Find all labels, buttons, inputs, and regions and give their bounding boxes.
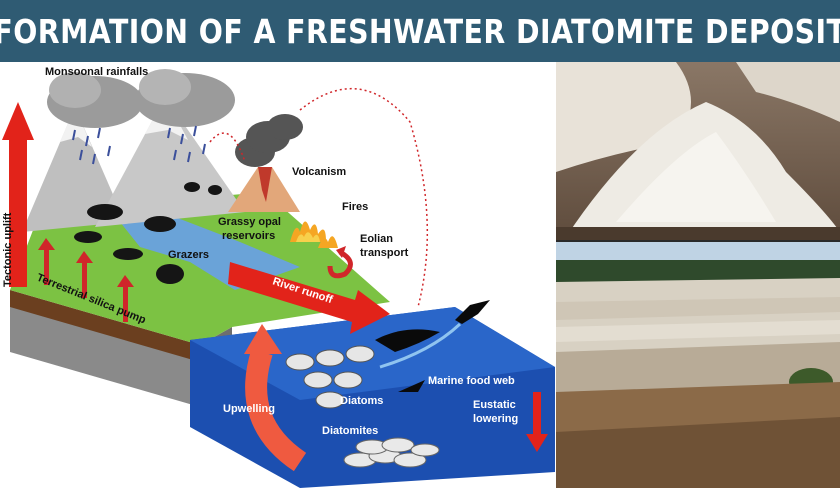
diatomite-quarry-photo bbox=[556, 242, 840, 488]
label-grazers: Grazers bbox=[168, 249, 209, 261]
label-grassy-opal-2: reservoirs bbox=[222, 230, 275, 242]
photo-divider bbox=[556, 240, 840, 243]
label-fires: Fires bbox=[342, 201, 368, 213]
upwelling-arrow bbox=[245, 348, 307, 472]
tectonic-uplift-arrow bbox=[2, 102, 34, 287]
label-eustatic-2: lowering bbox=[473, 413, 518, 425]
label-grassy-opal-1: Grassy opal bbox=[218, 216, 281, 228]
river-runoff-arrow bbox=[228, 262, 390, 334]
diatom-cluster bbox=[285, 345, 375, 409]
dust-path-dotted bbox=[299, 88, 429, 308]
eustatic-lowering-arrow bbox=[526, 392, 548, 452]
marine-animals bbox=[375, 300, 490, 392]
label-eustatic-1: Eustatic bbox=[473, 399, 516, 411]
mountain-center bbox=[95, 97, 245, 227]
rain-drops bbox=[72, 125, 206, 165]
volcanic-smoke bbox=[235, 114, 303, 167]
label-eolian-1: Eolian bbox=[360, 233, 393, 245]
label-monsoonal-rainfalls: Monsoonal rainfalls bbox=[45, 66, 148, 78]
label-volcanism: Volcanism bbox=[292, 166, 346, 178]
food-web-arrow bbox=[379, 322, 462, 369]
diatomite-pile bbox=[343, 437, 440, 468]
label-diatomites: Diatomites bbox=[322, 425, 378, 437]
monsoon-clouds bbox=[47, 69, 235, 128]
upwelling-arrow-head bbox=[244, 324, 282, 354]
grazer-animals bbox=[74, 182, 222, 284]
label-diatoms: Diatoms bbox=[340, 395, 383, 407]
eolian-arrow-head bbox=[336, 246, 346, 258]
title-banner: FORMATION OF A FRESHWATER DIATOMITE DEPO… bbox=[0, 0, 840, 62]
diatomite-powder-photo bbox=[556, 62, 840, 242]
mountain-left bbox=[22, 107, 125, 232]
silica-pump-arrows bbox=[38, 238, 134, 322]
label-marine-food-web: Marine food web bbox=[428, 375, 515, 387]
eolian-transport-arrow bbox=[327, 249, 353, 279]
label-upwelling: Upwelling bbox=[223, 403, 275, 415]
fires-flames bbox=[290, 221, 338, 248]
volcano-lava bbox=[258, 167, 272, 202]
land-block-soil bbox=[10, 290, 200, 362]
page-title: FORMATION OF A FRESHWATER DIATOMITE DEPO… bbox=[0, 11, 840, 51]
land-block-front bbox=[10, 297, 200, 407]
label-eolian-2: transport bbox=[360, 247, 409, 259]
diatomite-formation-diagram: Monsoonal rainfalls Tectonic uplift Volc… bbox=[0, 62, 556, 488]
label-tectonic-uplift: Tectonic uplift bbox=[2, 212, 14, 287]
ash-path-dotted bbox=[209, 132, 246, 163]
mountain-left-snow bbox=[60, 107, 92, 147]
